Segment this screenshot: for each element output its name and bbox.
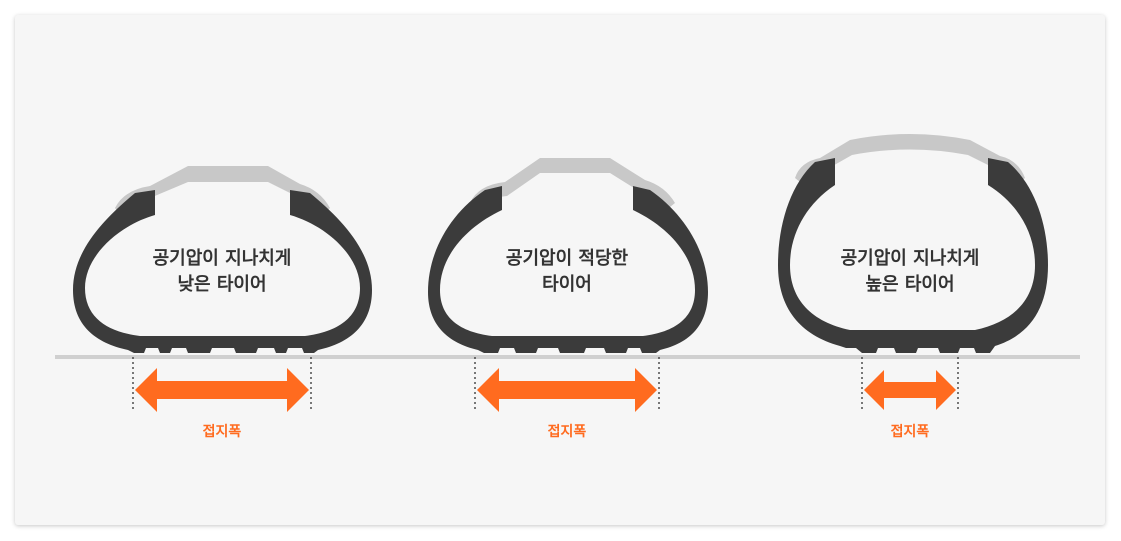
tire-label-line2: 타이어 bbox=[542, 274, 592, 295]
tire-underinflated: 공기압이 지나치게 낮은 타이어 접지폭 bbox=[73, 166, 372, 440]
tire-casing bbox=[428, 186, 708, 353]
contact-width-label: 접지폭 bbox=[203, 424, 242, 440]
contact-width-arrow bbox=[477, 368, 657, 412]
tire-casing bbox=[73, 190, 372, 353]
tire-casing bbox=[778, 158, 1048, 353]
rim bbox=[795, 134, 1025, 182]
contact-width-arrow bbox=[864, 370, 956, 410]
contact-width-label: 접지폭 bbox=[548, 424, 587, 440]
rim bbox=[115, 166, 330, 212]
tire-overinflated: 공기압이 지나치게 높은 타이어 접지폭 bbox=[778, 134, 1048, 440]
tire-label-line1: 공기압이 지나치게 bbox=[841, 248, 980, 269]
tire-label-line2: 높은 타이어 bbox=[865, 274, 954, 295]
tire-label-line2: 낮은 타이어 bbox=[177, 274, 266, 295]
contact-width-arrow bbox=[135, 368, 309, 412]
rim bbox=[470, 158, 675, 207]
contact-width-label: 접지폭 bbox=[891, 424, 930, 440]
tire-label-line1: 공기압이 적당한 bbox=[506, 248, 629, 269]
tire-proper: 공기압이 적당한 타이어 접지폭 bbox=[428, 158, 708, 440]
diagram-card bbox=[15, 15, 1105, 525]
tire-label-line1: 공기압이 지나치게 bbox=[153, 248, 292, 269]
